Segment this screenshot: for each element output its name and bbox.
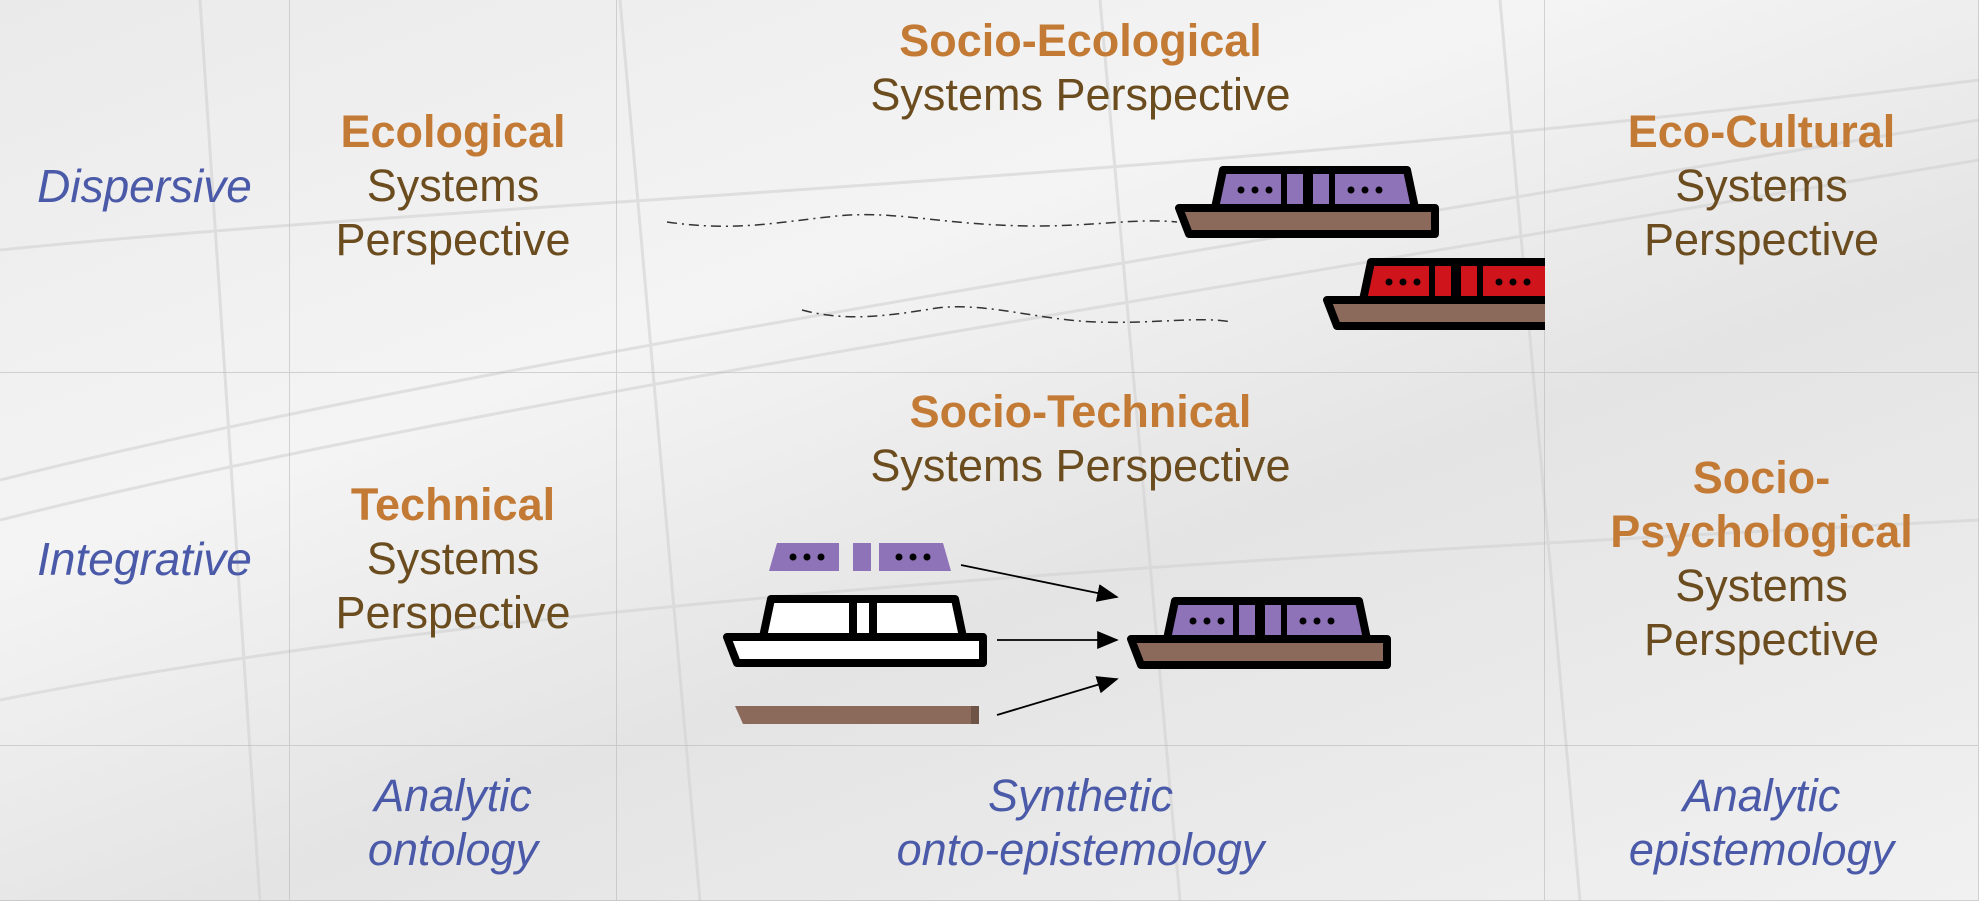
socio-psychological-line1: Systems xyxy=(1675,560,1848,611)
socio-psychological-title-2: Psychological xyxy=(1610,506,1913,557)
ecological-line1: Systems xyxy=(366,160,540,211)
boat-red-icon xyxy=(1323,258,1545,330)
synthetic-line2: onto-epistemology xyxy=(896,824,1265,875)
socio-ecological-line1: Systems Perspective xyxy=(870,69,1291,120)
analytic-ontology-cell: Analytic ontology xyxy=(290,746,617,901)
socio-ecological-cell: Socio-Ecological Systems Perspective xyxy=(617,0,1545,373)
frame-part-icon xyxy=(723,595,987,667)
cabin-part-icon xyxy=(769,543,951,571)
boat-purple-icon xyxy=(1175,166,1439,238)
wake-line-purple xyxy=(666,213,1178,227)
eco-cultural-title: Eco-Cultural xyxy=(1627,106,1896,157)
ecological-cell: Ecological Systems Perspective xyxy=(290,0,617,373)
socio-ecological-title: Socio-Ecological xyxy=(899,15,1262,66)
arrow-cabin-to-boat xyxy=(960,564,1119,602)
socio-psychological-cell: Socio- Psychological Systems Perspective xyxy=(1545,373,1979,746)
synthetic-cell: Synthetic onto-epistemology xyxy=(617,746,1545,901)
technical-title: Technical xyxy=(350,479,556,530)
socio-psychological-title-1: Socio- xyxy=(1692,452,1831,503)
hull-part-icon xyxy=(735,706,979,724)
technical-line2: Perspective xyxy=(335,587,571,638)
ecological-title: Ecological xyxy=(340,106,566,157)
row-label-integrative: Integrative xyxy=(37,533,252,585)
technical-line1: Systems xyxy=(366,533,540,584)
eco-cultural-line2: Perspective xyxy=(1643,214,1880,265)
boats-moving-diagram xyxy=(666,166,1545,330)
synthetic-line1: Synthetic xyxy=(987,770,1174,821)
row-label-dispersive-cell: Dispersive xyxy=(0,0,290,373)
assembled-boat-icon xyxy=(1127,597,1391,669)
technical-cell: Technical Systems Perspective xyxy=(290,373,617,746)
ecological-line2: Perspective xyxy=(335,214,571,265)
footer-empty-cell xyxy=(0,746,290,901)
socio-technical-title: Socio-Technical xyxy=(909,386,1252,437)
eco-cultural-cell: Eco-Cultural Systems Perspective xyxy=(1545,0,1979,373)
socio-psychological-line2: Perspective xyxy=(1643,614,1880,665)
boat-assembly-diagram xyxy=(723,543,1391,724)
row-label-integrative-cell: Integrative xyxy=(0,373,290,746)
analytic-epistemology-cell: Analytic epistemology xyxy=(1545,746,1979,901)
socio-technical-cell: Socio-Technical Systems Perspective xyxy=(617,373,1545,746)
arrow-hull-to-boat xyxy=(996,676,1119,716)
eco-cultural-line1: Systems xyxy=(1675,160,1848,211)
row-label-dispersive: Dispersive xyxy=(37,160,252,212)
analytic-epistemology-line1: Analytic xyxy=(1682,770,1841,821)
wake-line-red xyxy=(801,306,1233,324)
analytic-ontology-line1: Analytic xyxy=(374,770,532,821)
socio-technical-line1: Systems Perspective xyxy=(870,440,1291,491)
analytic-ontology-line2: ontology xyxy=(367,824,539,875)
analytic-epistemology-line2: epistemology xyxy=(1628,824,1895,875)
